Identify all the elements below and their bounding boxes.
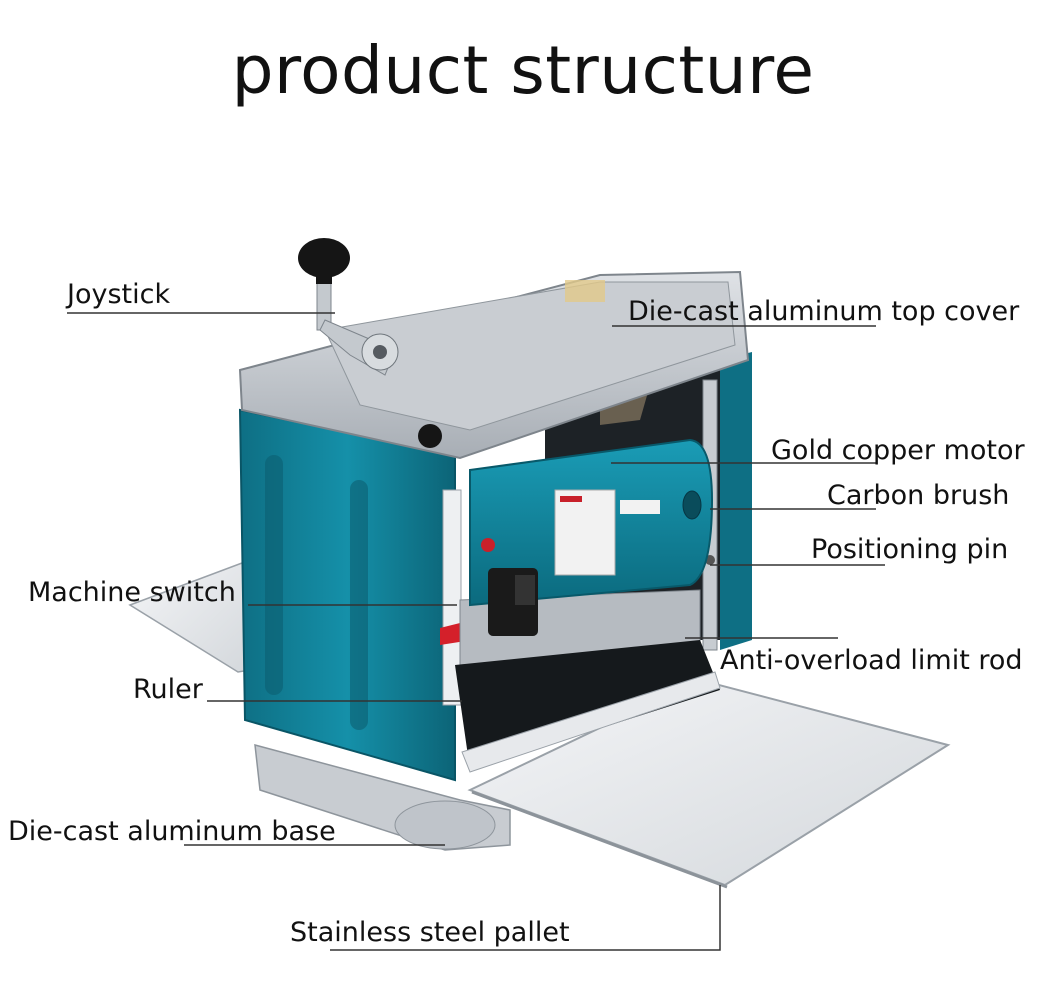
page-title: product structure bbox=[231, 32, 815, 109]
label-anti-overload: Anti-overload limit rod bbox=[720, 645, 1023, 676]
label-top-cover: Die-cast aluminum top cover bbox=[628, 296, 1020, 327]
label-positioning-pin: Positioning pin bbox=[811, 534, 1009, 565]
label-motor: Gold copper motor bbox=[771, 435, 1025, 466]
label-carbon-brush: Carbon brush bbox=[827, 480, 1010, 511]
joystick-knob bbox=[298, 238, 350, 278]
label-joystick: Joystick bbox=[67, 279, 171, 310]
label-pallet: Stainless steel pallet bbox=[290, 917, 570, 948]
label-ruler: Ruler bbox=[133, 674, 203, 705]
label-machine-switch: Machine switch bbox=[28, 577, 236, 608]
ruler-strip bbox=[442, 489, 462, 706]
leader-lines bbox=[67, 312, 885, 951]
label-base: Die-cast aluminum base bbox=[8, 816, 336, 847]
